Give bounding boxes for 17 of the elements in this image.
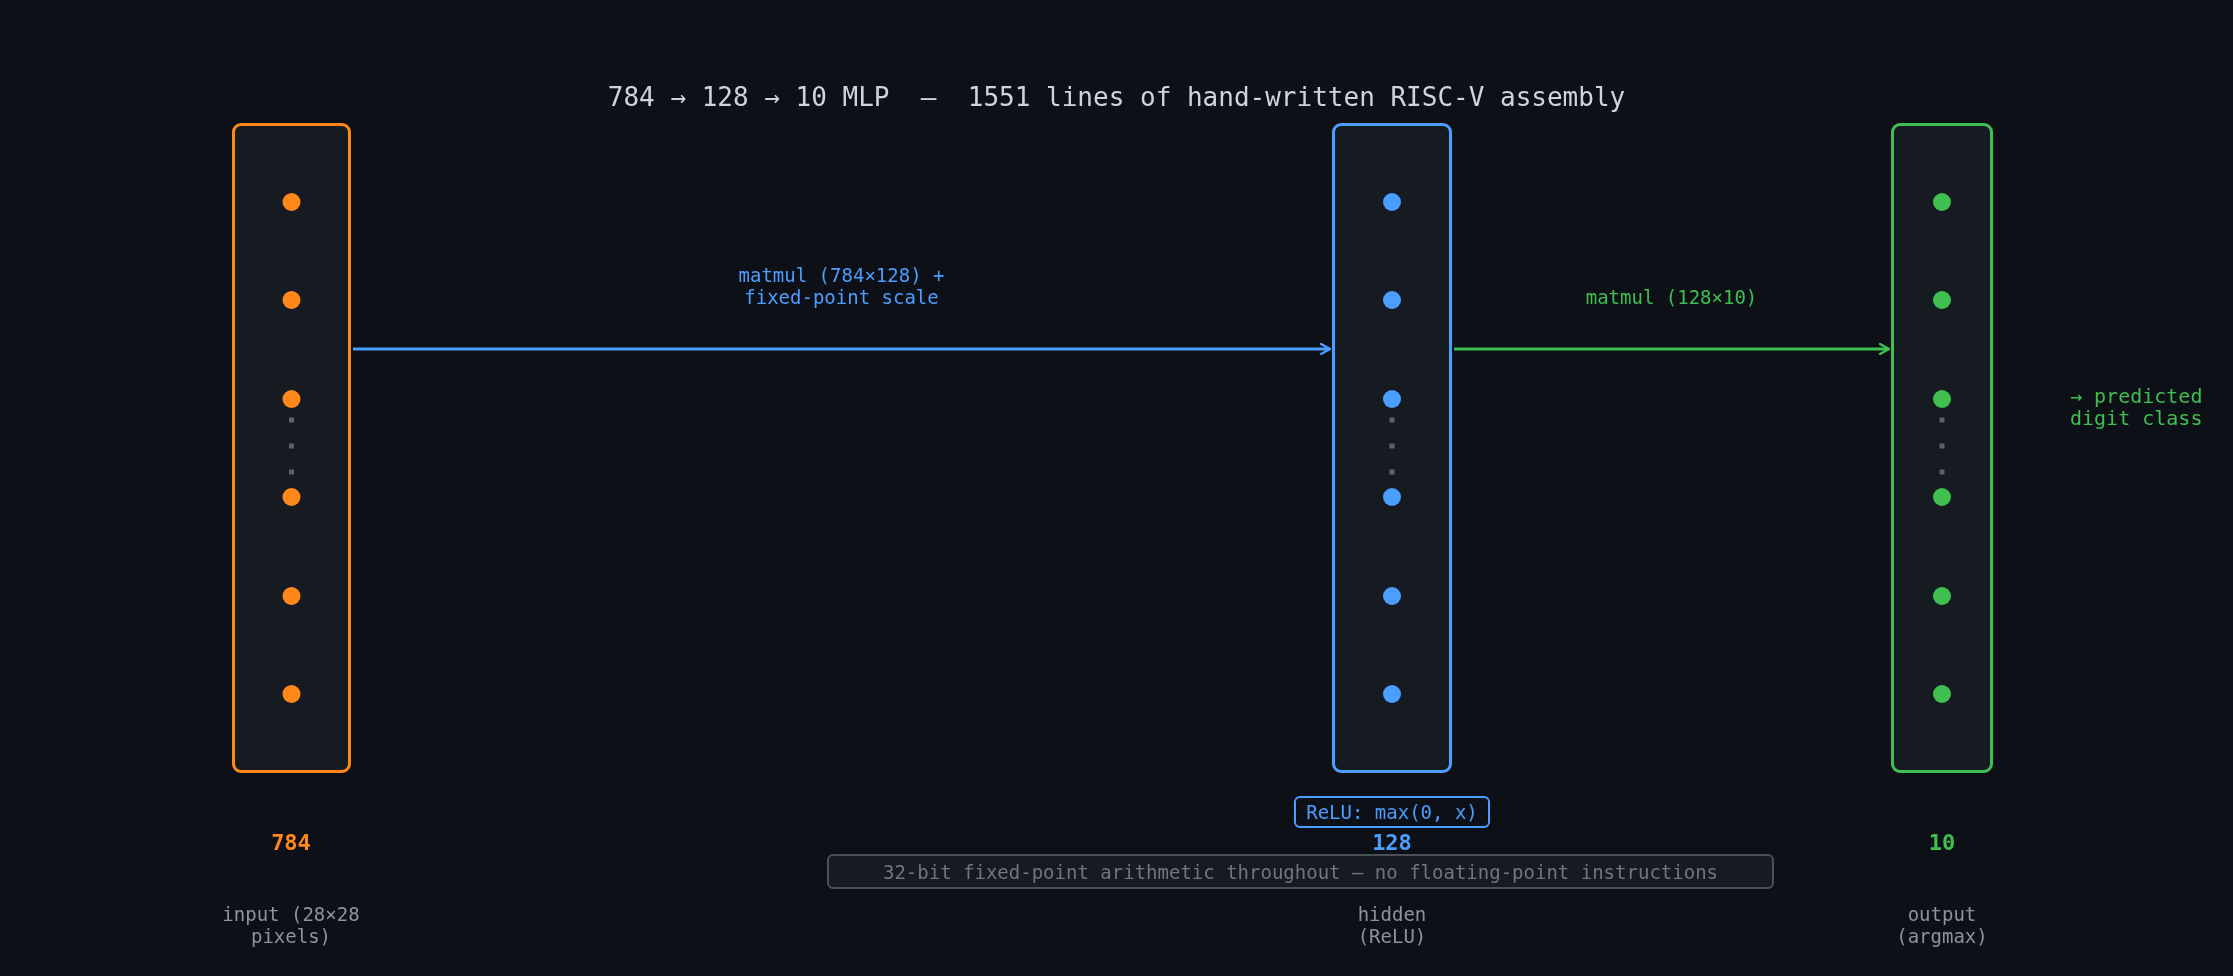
layer-column [1891, 123, 1993, 773]
output-note: → predicted digit class [2070, 385, 2204, 429]
layer-caption: input (28×28 pixels) [221, 903, 361, 947]
layer-caption: output (argmax) [1895, 903, 1989, 947]
layer-column [1332, 123, 1452, 773]
diagram-title: 784 → 128 → 10 MLP — 1551 lines of hand-written RISC-V assembly [606, 82, 1627, 112]
arrow [353, 342, 1332, 356]
note-box [827, 854, 1774, 889]
activation-note [1294, 796, 1490, 828]
layer-size: 784 [270, 831, 312, 855]
layer-column [232, 123, 351, 773]
note-text: 32-bit fixed-point arithmetic throughout — no floating-point instructions [882, 860, 1718, 883]
arrow [1454, 342, 1891, 356]
layer-size: 128 [1371, 831, 1413, 855]
note-text: ReLU: max(0, x) [1306, 801, 1478, 823]
layer-size: 10 [1927, 831, 1957, 855]
layer-caption: hidden (ReLU) [1356, 903, 1428, 947]
